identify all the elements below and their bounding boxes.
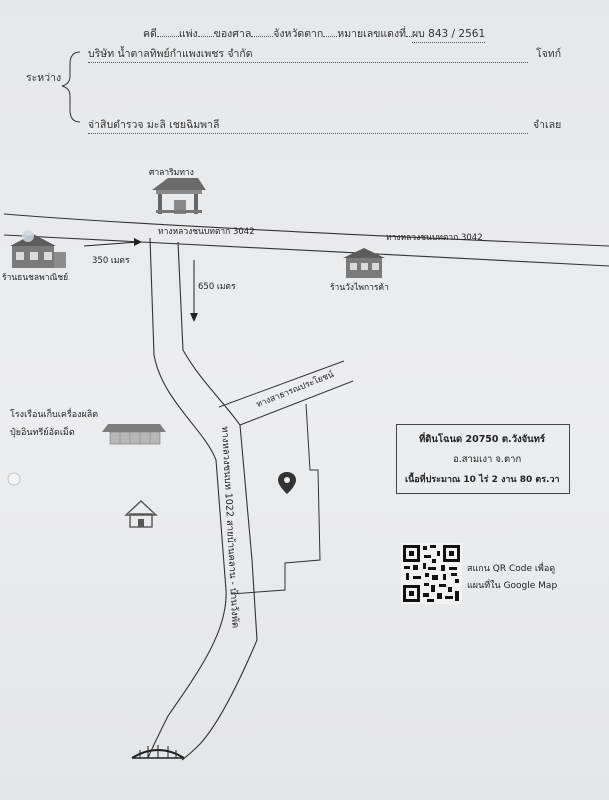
qr-caption-line2: แผนที่ใน Google Map [467, 581, 558, 591]
defendant-role: จำเลย [533, 119, 562, 131]
location-pin-icon [278, 472, 296, 494]
arrow-650m [190, 260, 198, 322]
land-info-box: ที่ดินโฉนด 20750 ต.วังจันทร์ อ.สามเงา จ.… [396, 424, 570, 494]
public-road-edge-1 [218, 360, 345, 408]
factory-label-line1: โรงเรือนเก็บเครื่องผลิต [10, 410, 99, 420]
road-1022-left-edge [147, 237, 227, 759]
distance-350-label: 350 เมตร [92, 256, 130, 266]
red-case-number: ผบ 843 / 2561 [412, 25, 486, 43]
case-line: คดี แพ่ง ของศาล จังหวัดตาก หมายเลขแดงที่ ผบ 8… [143, 25, 486, 43]
shop-right-icon [343, 248, 385, 278]
shop-left-label: ร้านธนชลพาณิชย์ [2, 273, 69, 283]
distance-650-label: 650 เมตร [198, 282, 236, 292]
land-parcel-boundary [230, 403, 321, 595]
brace-icon [61, 51, 81, 123]
pavilion-label: ศาลาริมทาง [149, 168, 194, 178]
land-title-deed: ที่ดินโฉนด 20750 ต.วังจันทร์ [419, 434, 546, 445]
highway-3042-bottom-edge [3, 234, 609, 267]
province-label: จังหวัดตาก [273, 28, 324, 40]
red-case-label: หมายเลขแดงที่ [337, 28, 407, 40]
plaintiff-role: โจทก์ [536, 48, 562, 60]
shop-right-label: ร้านวังไพการค้า [330, 283, 389, 293]
bridge-icon [131, 745, 185, 759]
highway-label-left: ทางหลวงชนบทตาก 3042 [158, 227, 255, 237]
factory-label-line2: ปุ๋ยอินทรีย์อัดเม็ด [10, 428, 75, 438]
qr-caption-line1: สแกน QR Code เพื่อดู [467, 564, 556, 574]
case-label: คดี [143, 28, 157, 40]
highway-label-right: ทางหลวงชนบทตาก 3042 [386, 233, 483, 243]
factory-building-icon [102, 424, 166, 445]
court-of-label: ของศาล [213, 28, 252, 40]
public-road-edge-2 [239, 380, 354, 426]
house-icon [124, 500, 158, 528]
highway-3042-top-edge [3, 213, 609, 247]
land-district: อ.สามเงา จ.ตาก [453, 454, 522, 465]
court-type: แพ่ง [178, 28, 198, 40]
plaintiff-name: บริษัท น้ำตาลทิพย์กำแพงเพชร จำกัด [88, 45, 528, 63]
qr-code-icon [401, 543, 462, 604]
arrow-350m [83, 238, 142, 247]
land-area: เนื้อที่ประมาณ 10 ไร่ 2 งาน 80 ตร.วา [405, 475, 560, 485]
pavilion-icon [152, 178, 206, 214]
road-1022-right-edge [177, 241, 258, 761]
punch-hole [7, 472, 21, 486]
shop-left-icon [10, 230, 66, 268]
defendant-name: จ่าสิบตำรวจ มะลิ เชยฉิมพาลี [88, 116, 528, 134]
between-label: ระหว่าง [26, 72, 62, 84]
